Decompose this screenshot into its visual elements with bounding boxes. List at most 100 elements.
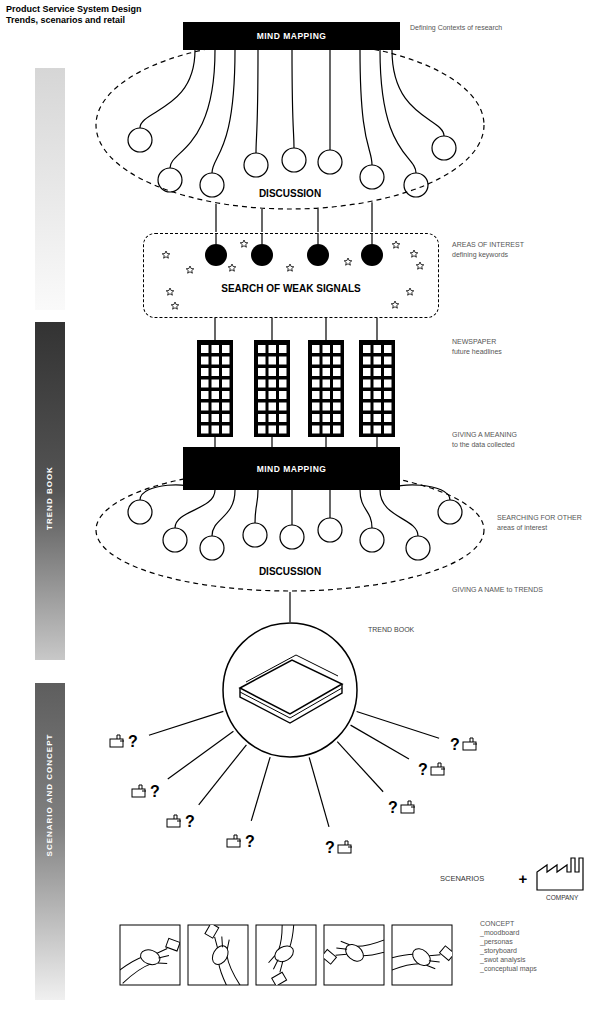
hanging-line: [329, 50, 330, 150]
newspaper-cell: [384, 426, 392, 434]
newspaper-cell: [384, 414, 392, 422]
idea-circle: [318, 518, 342, 542]
newspaper-cell: [279, 414, 287, 422]
concept-sketch: [120, 925, 180, 985]
annotation: AREAS OF INTEREST: [452, 241, 524, 249]
annotation: GIVING A NAME to TRENDS: [452, 586, 543, 594]
link-line: [325, 437, 326, 447]
node-text: SEARCH OF WEAK SIGNALS: [144, 283, 438, 295]
newspaper-cell: [374, 368, 382, 376]
newspaper-cell: [279, 357, 287, 365]
newspaper-cell: [384, 368, 392, 376]
newspaper-cell: [201, 357, 209, 365]
document-icon: [470, 738, 477, 744]
label-slot: CONCEPT: [480, 920, 514, 928]
hand-sketch: [154, 946, 172, 966]
annotation: areas of interest: [497, 524, 547, 532]
label-slot: SCENARIOS: [440, 875, 484, 883]
idea-circle: [406, 536, 430, 560]
annotation: Defining Contexts of research: [410, 24, 502, 32]
weak-signal-star: [171, 302, 179, 309]
newspaper-cell: [201, 368, 209, 376]
label-slot: _storyboard: [480, 947, 517, 955]
concept-frame: [120, 925, 180, 985]
keyword-dot: [251, 244, 273, 266]
hanging-line: [212, 50, 235, 173]
newspaper-cell: [374, 426, 382, 434]
hanging-line: [291, 490, 292, 525]
newspaper-cell: [258, 368, 266, 376]
concept-frame: [188, 925, 248, 985]
label-slot: Trends, scenarios and retail: [6, 16, 125, 26]
label-slot: defining keywords: [452, 251, 508, 259]
annotation: COMPANY: [546, 894, 578, 901]
newspaper-cell: [323, 380, 331, 388]
newspaper-cell: [212, 345, 220, 353]
label-slot: +: [519, 871, 528, 888]
hanging-line: [256, 50, 258, 153]
newspaper-cell: [279, 426, 287, 434]
connector: [261, 209, 262, 232]
newspaper-cell: [374, 345, 382, 353]
keyword-dot: [361, 244, 383, 266]
document-icon: [174, 815, 181, 821]
document-icon: [408, 801, 415, 807]
newspaper-cell: [333, 414, 341, 422]
ellipse-outline: [96, 469, 484, 591]
factory-icon: [537, 858, 583, 890]
newspaper-cell: [333, 368, 341, 376]
idea-circle: [404, 173, 428, 197]
title: Product Service System Design: [6, 4, 142, 14]
newspaper-cell: [363, 414, 371, 422]
hanging-line: [392, 50, 444, 136]
phase-band: [35, 68, 65, 310]
newspaper-cell: [222, 368, 230, 376]
newspaper-cell: [258, 391, 266, 399]
signal-line: [261, 233, 262, 244]
hand-sketch: [342, 941, 366, 965]
keyword-dot: [205, 244, 227, 266]
label-slot: ?: [450, 736, 460, 754]
ray-line: [199, 745, 247, 805]
link-line: [214, 318, 215, 340]
annotation: _storyboard: [480, 947, 517, 955]
annotation: SEARCHING FOR OTHER: [497, 514, 582, 522]
newspaper-cell: [384, 391, 392, 399]
newspaper-cell: [323, 357, 331, 365]
annotation: _conceptual maps: [480, 965, 537, 973]
label-slot: Defining Contexts of research: [410, 24, 502, 32]
node-text: SCENARIO AND CONCEPT: [45, 734, 55, 857]
concept-sketch: [324, 925, 384, 985]
hanging-line: [380, 490, 418, 536]
annotation: to the data collected: [452, 441, 515, 449]
circle-outline: [223, 623, 357, 757]
newspaper-cell: [279, 368, 287, 376]
node-text: DISCUSSION: [95, 188, 485, 200]
newspaper-cell: [212, 426, 220, 434]
document-icon: [110, 739, 123, 747]
idea-circle: [360, 165, 384, 189]
annotation: SCENARIOS: [440, 875, 484, 883]
ray-line: [149, 711, 223, 735]
question-mark: ?: [185, 813, 195, 831]
idea-circle: [128, 128, 152, 152]
newspaper-column: [254, 340, 290, 437]
question-mark: ?: [388, 799, 398, 817]
newspaper-cell: [269, 357, 277, 365]
newspaper-cell: [374, 391, 382, 399]
label-slot: GIVING A MEANING: [452, 431, 517, 439]
newspaper-cell: [201, 403, 209, 411]
node-text: DISCUSSION: [95, 566, 485, 578]
newspaper-cell: [333, 380, 341, 388]
ray-line: [309, 757, 329, 827]
label-slot: to the data collected: [452, 441, 515, 449]
label-slot: ?: [325, 839, 335, 857]
document-icon: [234, 835, 241, 841]
newspaper-cell: [363, 368, 371, 376]
document-icon: [463, 742, 476, 750]
newspaper-column: [308, 340, 344, 437]
idea-circle: [243, 523, 267, 547]
weak-signal-star: [286, 264, 294, 271]
newspaper-cell: [312, 357, 320, 365]
node-text: MIND MAPPING: [257, 31, 327, 41]
